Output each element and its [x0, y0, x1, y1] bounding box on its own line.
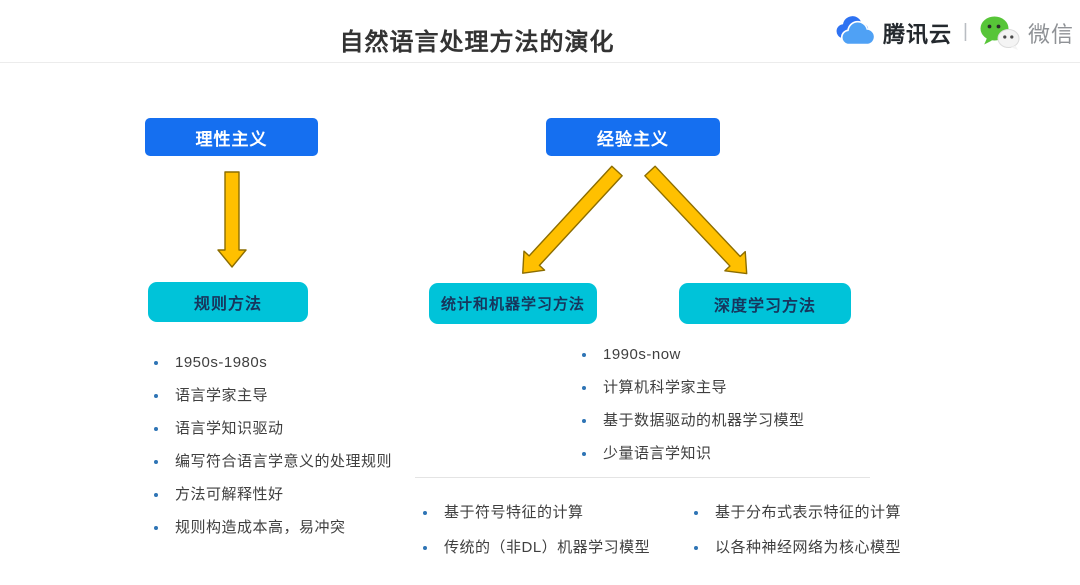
- list-item-text: 规则构造成本高，易冲突: [175, 519, 346, 536]
- arrow-down-icon: [217, 171, 247, 268]
- list-item: 以各种神经网络为核心模型: [688, 538, 901, 557]
- node-rationalism: 理性主义: [145, 118, 318, 156]
- bullet-dot-icon: [154, 526, 158, 530]
- header-divider: [0, 62, 1080, 63]
- bullet-dot-icon: [694, 511, 698, 515]
- list-item-text: 传统的（非DL）机器学习模型: [444, 539, 651, 556]
- bullet-dot-icon: [582, 386, 586, 390]
- deep-learning-points: 基于分布式表示特征的计算 以各种神经网络为核心模型: [688, 503, 901, 573]
- empiricism-points: 1990s-now 计算机科学家主导 基于数据驱动的机器学习模型 少量语言学知识: [576, 345, 805, 477]
- list-item: 语言学家主导: [148, 386, 392, 405]
- bullet-dot-icon: [154, 427, 158, 431]
- bullet-dot-icon: [423, 546, 427, 550]
- wechat-icon: [979, 15, 1021, 51]
- list-item-text: 方法可解释性好: [175, 486, 284, 503]
- list-item: 规则构造成本高，易冲突: [148, 518, 392, 537]
- list-item-text: 基于符号特征的计算: [444, 504, 584, 521]
- bullet-dot-icon: [154, 361, 158, 365]
- list-item: 传统的（非DL）机器学习模型: [417, 538, 650, 557]
- list-item: 基于符号特征的计算: [417, 503, 650, 522]
- bullet-dot-icon: [582, 353, 586, 357]
- list-item: 少量语言学知识: [576, 444, 805, 463]
- list-item: 基于数据驱动的机器学习模型: [576, 411, 805, 430]
- bullet-dot-icon: [582, 452, 586, 456]
- list-item-text: 1950s-1980s: [175, 354, 268, 371]
- list-item-text: 计算机科学家主导: [603, 379, 728, 396]
- arrow-down-right-icon: [644, 165, 748, 275]
- list-item-text: 语言学家主导: [175, 387, 269, 404]
- node-stat-ml-method: 统计和机器学习方法: [429, 283, 597, 324]
- list-item-text: 编写符合语言学意义的处理规则: [175, 453, 393, 470]
- node-empiricism: 经验主义: [546, 118, 720, 156]
- list-item-text: 少量语言学知识: [603, 445, 712, 462]
- list-item-text: 基于分布式表示特征的计算: [715, 504, 902, 521]
- list-item: 编写符合语言学意义的处理规则: [148, 452, 392, 471]
- tencent-cloud-icon: [832, 16, 876, 50]
- brand-separator: |: [963, 21, 968, 42]
- section-divider: [415, 477, 870, 478]
- list-item: 基于分布式表示特征的计算: [688, 503, 901, 522]
- node-deep-learning-method: 深度学习方法: [679, 283, 851, 324]
- bullet-dot-icon: [154, 493, 158, 497]
- bullet-dot-icon: [423, 511, 427, 515]
- list-item-text: 基于数据驱动的机器学习模型: [603, 412, 805, 429]
- list-item-text: 语言学知识驱动: [175, 420, 284, 437]
- list-item-text: 1990s-now: [603, 346, 681, 363]
- list-item: 1950s-1980s: [148, 353, 392, 372]
- list-item: 1990s-now: [576, 345, 805, 364]
- bullet-dot-icon: [154, 394, 158, 398]
- brand-area: 腾讯云 | 微信: [832, 12, 1076, 54]
- bullet-dot-icon: [694, 546, 698, 550]
- list-item-text: 以各种神经网络为核心模型: [715, 539, 902, 556]
- bullet-dot-icon: [582, 419, 586, 423]
- node-rule-method: 规则方法: [148, 282, 308, 322]
- list-item: 方法可解释性好: [148, 485, 392, 504]
- tencent-cloud-label: 腾讯云: [883, 22, 953, 47]
- page-title: 自然语言处理方法的演化: [339, 29, 615, 56]
- wechat-label: 微信: [1027, 22, 1074, 47]
- stat-ml-points: 基于符号特征的计算 传统的（非DL）机器学习模型: [417, 503, 650, 573]
- arrow-down-left-icon: [522, 165, 623, 274]
- bullet-dot-icon: [154, 460, 158, 464]
- list-item: 计算机科学家主导: [576, 378, 805, 397]
- rule-method-points: 1950s-1980s 语言学家主导 语言学知识驱动 编写符合语言学意义的处理规…: [148, 353, 392, 551]
- list-item: 语言学知识驱动: [148, 419, 392, 438]
